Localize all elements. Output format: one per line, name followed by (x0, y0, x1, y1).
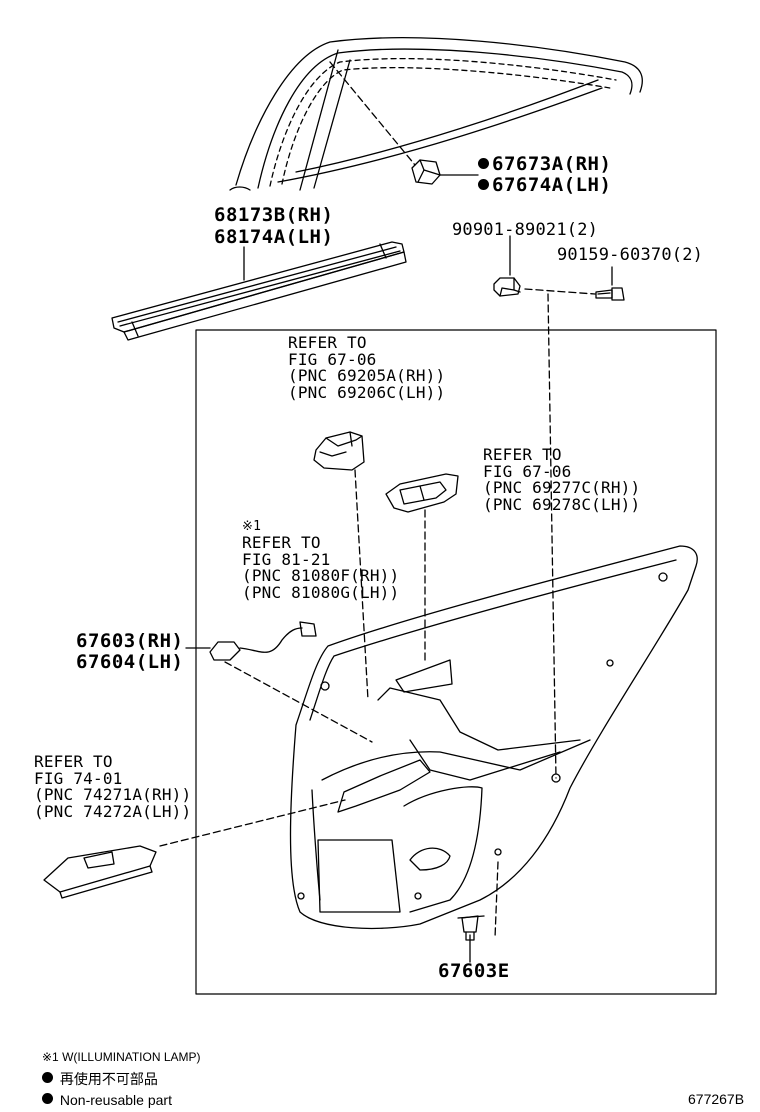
refer-line: FIG 67-06 (288, 349, 377, 369)
weatherstrip-part (111, 241, 407, 341)
weatherstrip-rh-label: 68173B(RH) (214, 204, 334, 226)
non-reusable-bullet-icon (478, 158, 489, 169)
assembly-box (195, 329, 717, 995)
grommet-label: 90901-89021(2) (452, 220, 599, 240)
refer-line: (PNC 74272A(LH)) (34, 801, 192, 821)
clip-rh-label: 67673A(RH) (478, 155, 611, 174)
panel-lh-label: 67604(LH) (76, 651, 184, 673)
panel-rh-label: 67603(RH) (76, 630, 184, 652)
figure-id: 677267B (688, 1091, 745, 1107)
clip-lh-label: 67674A(LH) (478, 176, 611, 195)
refer-line: (PNC 69205A(RH)) (288, 366, 446, 385)
screw-part (595, 287, 625, 301)
door-frame (229, 37, 643, 191)
refer-mark: ※1 (242, 519, 262, 534)
grommet-part (493, 277, 521, 297)
refer-line: (PNC 69278C(LH)) (483, 494, 641, 514)
non-reusable-bullet-icon (42, 1072, 53, 1083)
refer-lamp: ※1 REFER TO FIG 81-21 (PNC 81080F(RH)) (… (242, 519, 399, 601)
note-non-reusable-jp: 再使用不可部品 (42, 1071, 158, 1087)
refer-handle: REFER TO FIG 67-06 (PNC 69277C(RH)) (PNC… (483, 445, 641, 514)
leader-lines (159, 61, 613, 963)
refer-line: (PNC 81080F(RH)) (242, 566, 400, 585)
refer-line: REFER TO (288, 333, 367, 352)
panel-clip-part (457, 915, 485, 941)
lamp-part (209, 621, 317, 661)
refer-line: (PNC 69206C(LH)) (288, 382, 446, 402)
refer-switch: REFER TO FIG 74-01 (PNC 74271A(RH)) (PNC… (34, 752, 192, 821)
refer-line: FIG 74-01 (34, 768, 123, 788)
non-reusable-bullet-icon (42, 1093, 53, 1104)
refer-line: (PNC 69277C(RH)) (483, 478, 641, 497)
refer-line: REFER TO (34, 752, 113, 771)
refer-line: (PNC 74271A(RH)) (34, 785, 192, 804)
door-panel-part (289, 545, 698, 930)
panel-clip-label: 67603E (438, 960, 510, 982)
refer-line: FIG 81-21 (242, 549, 331, 569)
weatherstrip-lh-label: 68174A(LH) (214, 226, 334, 248)
handle-part (385, 473, 459, 513)
non-reusable-bullet-icon (478, 179, 489, 190)
refer-upper: REFER TO FIG 67-06 (PNC 69205A(RH)) (PNC… (288, 333, 446, 402)
screw-label: 90159-60370(2) (557, 245, 704, 265)
refer-line: (PNC 81080G(LH)) (242, 582, 400, 602)
clip-part (411, 159, 441, 185)
note-non-reusable-en: Non-reusable part (42, 1092, 172, 1108)
refer-line: REFER TO (483, 445, 562, 464)
switch-part (43, 845, 157, 899)
note-illumination: ※1 W(ILLUMINATION LAMP) (42, 1050, 201, 1064)
refer-line: REFER TO (242, 533, 321, 552)
bezel-part (313, 431, 365, 471)
refer-line: FIG 67-06 (483, 461, 572, 481)
